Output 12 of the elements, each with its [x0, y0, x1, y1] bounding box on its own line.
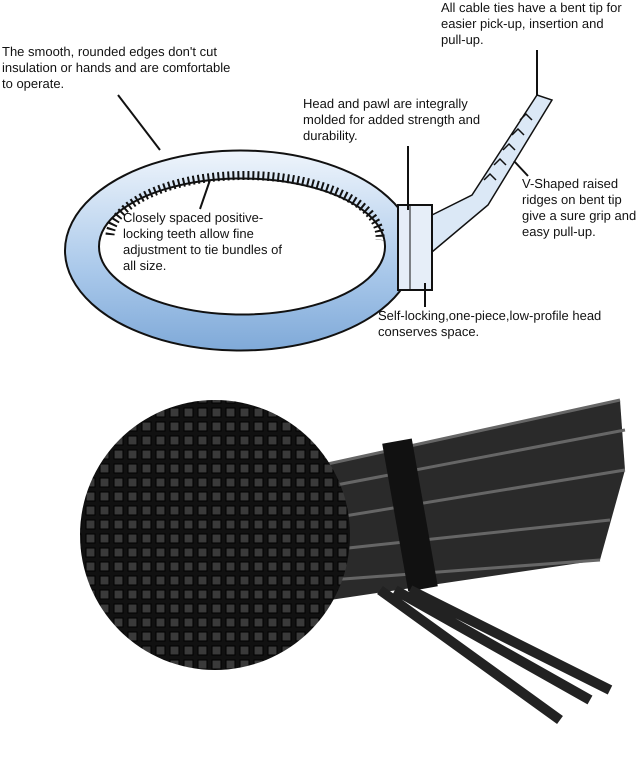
leader-line	[536, 50, 538, 95]
callout-text: All cable ties have a bent tip for easier pick-up, insertion and pull-up.	[441, 0, 631, 48]
leader-line	[117, 94, 161, 151]
callout-text: V-Shaped raised ridges on bent tip give a sure grip and easy pull-up.	[522, 176, 640, 240]
leader-line	[424, 283, 426, 307]
callout-text: The smooth, rounded edges don't cut insulation or hands and are comfortable to operate.	[2, 44, 237, 92]
callout-text: Head and pawl are integrally molded for added strength and durability.	[303, 96, 503, 144]
leader-line	[407, 146, 409, 210]
leader-line	[199, 180, 211, 210]
callout-text: Self-locking,one-piece,low-profile head conserves space.	[378, 308, 618, 340]
leader-line	[513, 160, 529, 177]
callout-text: Closely spaced positive-locking teeth allow fine adjustment to tie bundles of all size.	[123, 210, 288, 274]
